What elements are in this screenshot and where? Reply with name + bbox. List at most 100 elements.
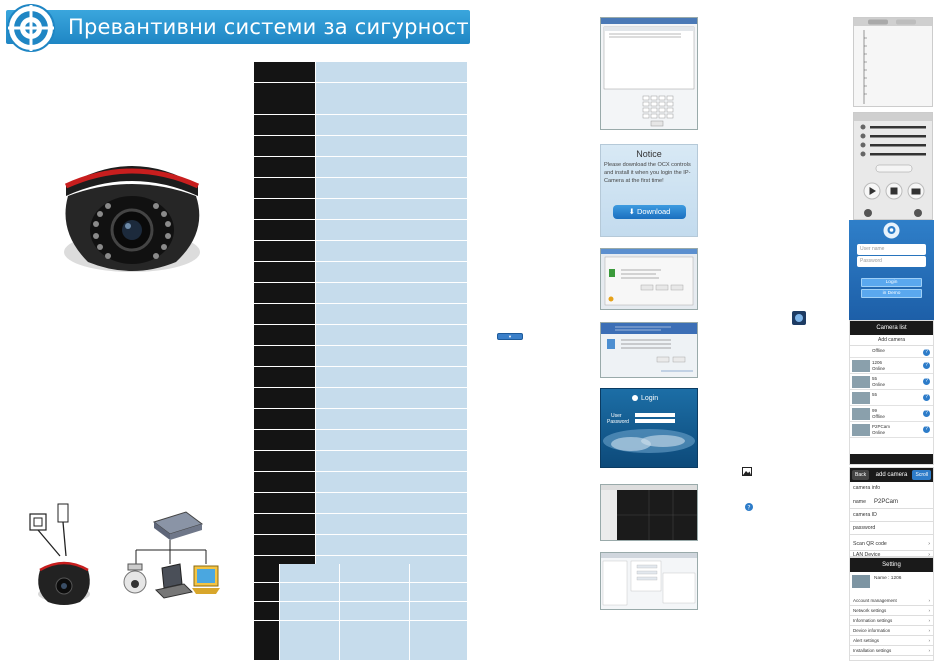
camera-thumbnail [852, 575, 870, 588]
chevron-right-icon: › [928, 648, 931, 653]
table-row [254, 220, 467, 241]
scan-qr-option[interactable]: Scan QR code› [850, 538, 933, 551]
logo-icon [7, 4, 55, 52]
setting-label: Device information [853, 628, 891, 633]
setting-item[interactable]: Alert settings› [850, 636, 933, 646]
table-row [254, 409, 467, 430]
table-row [254, 514, 467, 535]
login-title: Login [641, 395, 659, 402]
snapshot-icon [911, 188, 921, 195]
download-mini-button[interactable]: ▼ [497, 333, 523, 340]
add-camera-title: add camera [850, 468, 933, 482]
notice-screenshot: Notice Please download the OCX controls … [600, 144, 698, 237]
camera-status: Online [872, 365, 886, 371]
table-row [254, 262, 467, 283]
password-field[interactable]: password [850, 522, 933, 535]
table-row [254, 115, 467, 136]
camera-thumbnail [852, 424, 870, 436]
demo-button[interactable]: in Demo [861, 289, 922, 298]
camera-list-title: Camera list [850, 321, 933, 335]
camera-name: 55 [872, 376, 878, 381]
camera-id-field[interactable]: camera ID [850, 509, 933, 522]
page-title: Превантивни системи за сигурност ООД [68, 15, 526, 39]
phone-add-camera: add camera Back Scroll camera info name … [849, 467, 934, 558]
login-button[interactable]: Login [861, 278, 922, 287]
info-icon[interactable]: ? [923, 362, 930, 369]
specification-table-columns [254, 564, 467, 661]
list-item[interactable]: Offline ? [850, 346, 933, 358]
table-row [254, 283, 467, 304]
login-password-label: Password [607, 419, 629, 425]
info-icon[interactable]: ? [923, 410, 930, 417]
connection-diagram [29, 503, 220, 605]
download-label: Download [637, 207, 671, 216]
laptop-icon [154, 563, 194, 599]
camera-name: Name : 1206 [874, 576, 902, 581]
dome-camera-image [64, 166, 200, 272]
password-input[interactable]: Password [857, 256, 926, 267]
username-input[interactable]: User name [857, 244, 926, 255]
specification-table [254, 62, 467, 577]
table-row [254, 199, 467, 220]
power-socket-icon [29, 513, 47, 531]
setting-label: Network settings [853, 608, 887, 613]
chevron-right-icon: › [928, 598, 931, 603]
list-item[interactable]: 55 ? [850, 390, 933, 406]
option-label: LAN Device [853, 552, 881, 558]
info-icon[interactable]: ? [923, 349, 930, 356]
chevron-right-icon: › [928, 541, 930, 547]
app-logo-icon [883, 222, 900, 239]
setting-label: Alert settings [853, 638, 880, 643]
table-row [254, 564, 467, 583]
lan-device-option[interactable]: LAN Device› [850, 549, 933, 562]
table-row [254, 451, 467, 472]
monitor-icon [192, 565, 220, 594]
chevron-right-icon: › [928, 618, 931, 623]
setting-item[interactable]: Installation settings › [850, 646, 933, 656]
settings-screenshot [600, 552, 698, 610]
setting-label: Information settings [853, 618, 893, 623]
plug-icon [57, 503, 69, 523]
setting-title: Setting [850, 558, 933, 572]
camera-status: Offline [872, 413, 885, 419]
table-row [254, 136, 467, 157]
notice-text: Please download the OCX controls and ins… [604, 162, 691, 184]
info-icon[interactable]: ? [923, 394, 930, 401]
notice-title: Notice [636, 149, 662, 159]
scroll-button[interactable]: Scroll [912, 470, 931, 480]
camera-name: 1206 [872, 360, 883, 365]
add-camera-button[interactable]: Add camera [850, 335, 933, 346]
setting-item[interactable]: Information settings › [850, 616, 933, 626]
file-download-dialog-screenshot [600, 248, 698, 310]
table-row [254, 178, 467, 199]
setting-item[interactable]: Account management› [850, 596, 933, 606]
section-label: camera info [853, 485, 881, 491]
info-icon[interactable]: ? [923, 378, 930, 385]
setting-label: Installation settings [853, 648, 892, 653]
camera-thumbnail [852, 392, 870, 404]
table-row [254, 472, 467, 493]
download-button[interactable]: ⬇ Download [613, 205, 686, 219]
login-user-label: User [611, 413, 622, 419]
table-row [254, 325, 467, 346]
camera-status: Offline [872, 348, 885, 353]
table-row [254, 602, 467, 621]
user-icon [632, 395, 638, 401]
setting-item[interactable]: Device information› [850, 626, 933, 636]
camera-name: 55 [872, 392, 878, 397]
back-button[interactable]: Back [852, 470, 870, 480]
table-row [254, 535, 467, 556]
table-row [254, 367, 467, 388]
setting-item[interactable]: Network settings› [850, 606, 933, 616]
camera-thumbnail [852, 376, 870, 388]
video-grid-screenshot [600, 484, 698, 541]
name-field[interactable]: name P2PCam [850, 496, 933, 509]
field-label: password [853, 525, 876, 531]
table-row [254, 583, 467, 602]
small-dome-camera-image [38, 561, 90, 605]
info-icon[interactable]: ? [923, 426, 930, 433]
